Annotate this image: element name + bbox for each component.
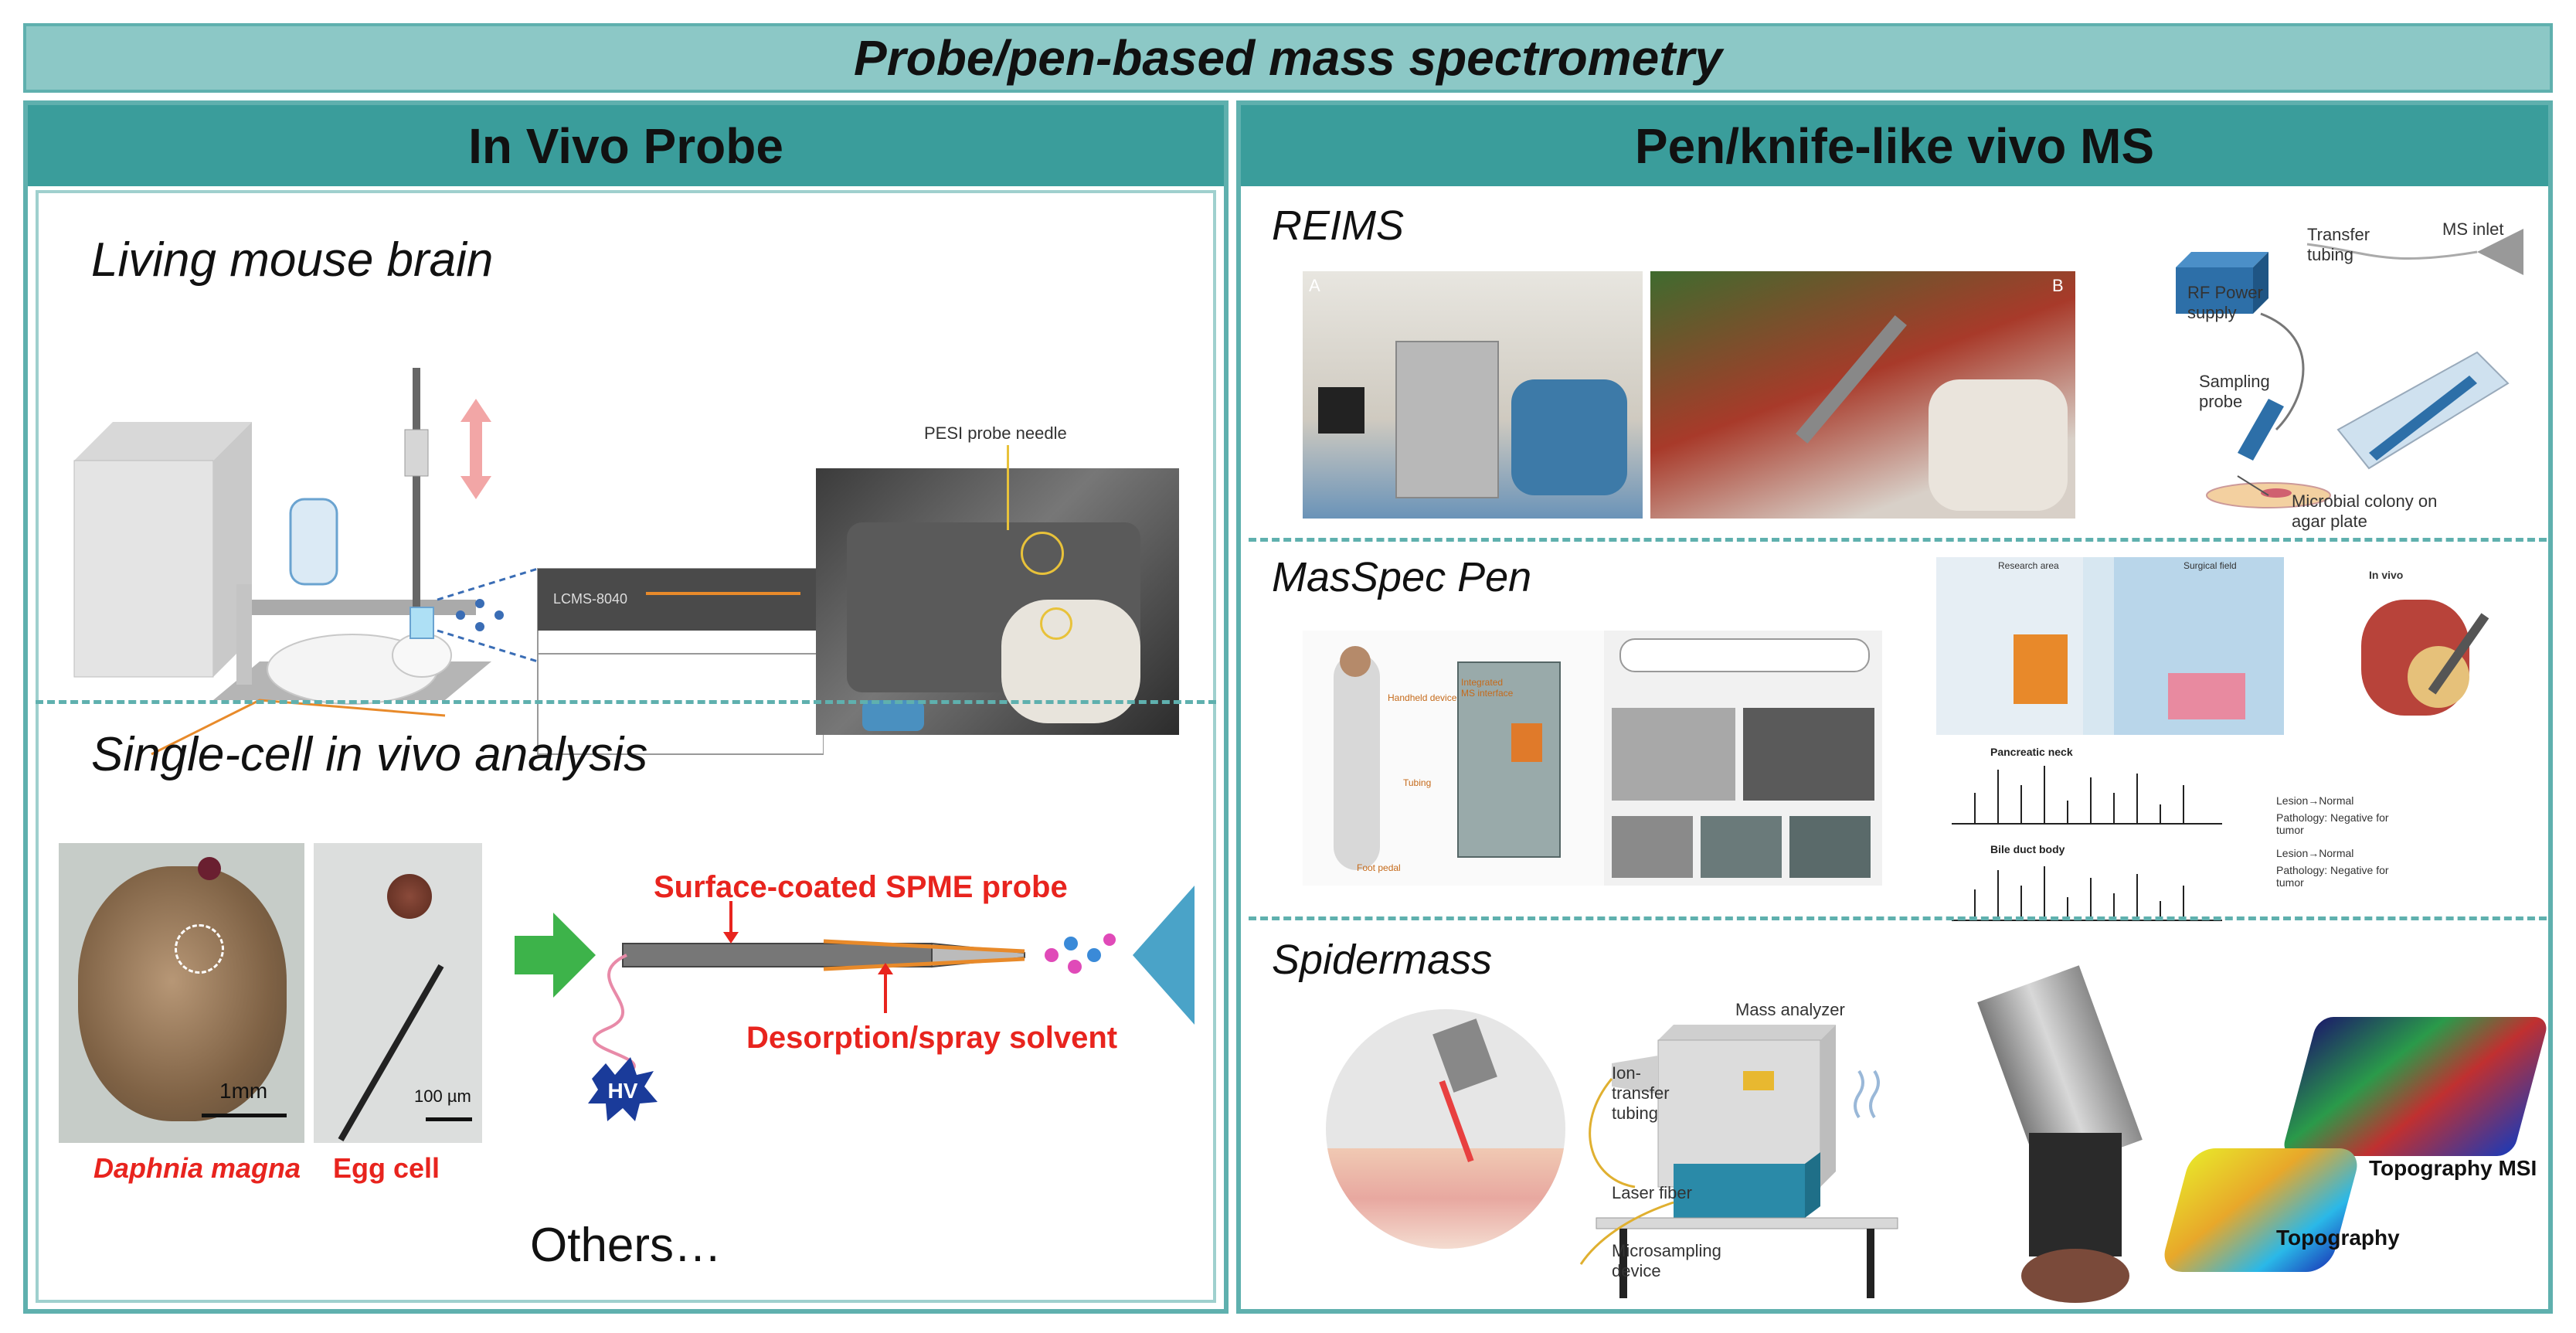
needle-pointer (1007, 445, 1009, 530)
right-panel: Pen/knife-like vivo MS REIMS A B RF Powe… (1236, 100, 2553, 1314)
masspec-research: Research area (1998, 560, 2059, 571)
spider-micro: Microsampling device (1612, 1241, 1721, 1280)
masspec-tubing: Tubing (1403, 777, 1432, 788)
cell-section-title: Single-cell in vivo analysis (91, 728, 648, 781)
egg-photo: 100 µm (314, 843, 482, 1143)
daphnia-label: Daphnia magna (93, 1152, 301, 1184)
brain-section-title: Living mouse brain (91, 233, 494, 287)
masspec-foot: Foot pedal (1357, 862, 1401, 873)
masspec-pancreatic: Pancreatic neck (1990, 746, 2073, 758)
others-label: Others… (530, 1219, 722, 1272)
masspec-interface: Integrated MS interface (1461, 677, 1514, 699)
figure-title-bar: Probe/pen-based mass spectrometry (23, 23, 2553, 93)
spme-probe-label: Surface-coated SPME probe (654, 870, 1068, 904)
masspec-invivo-image: In vivo (2338, 569, 2523, 723)
left-panel-header: In Vivo Probe (28, 105, 1224, 186)
right-divider-2 (1249, 916, 2547, 920)
masspec-surgical: Surgical field (2183, 560, 2237, 571)
spider-ion-tubing: Ion-transfer tubing (1612, 1063, 1670, 1123)
left-panel: In Vivo Probe Living mouse brain (23, 100, 1229, 1314)
reims-inlet-label: MS inlet (2442, 219, 2504, 239)
reims-tubing-label: Transfer tubing (2307, 225, 2370, 264)
left-inner-frame (36, 190, 1216, 1303)
pesi-photo (816, 468, 1179, 735)
egg-label: Egg cell (333, 1152, 440, 1184)
spider-topo-msi-label: Topography MSI (2369, 1156, 2537, 1180)
figure-title: Probe/pen-based mass spectrometry (854, 30, 1722, 86)
instrument-label: LCMS-8040 (553, 591, 627, 607)
reims-b-letter: B (2052, 276, 2064, 295)
hv-label: HV (608, 1079, 638, 1103)
spider-title: Spidermass (1272, 937, 1493, 983)
brain-setup-illustration: LCMS-8040 (73, 368, 824, 756)
masspec-title: MasSpec Pen (1272, 554, 1532, 600)
masspec-pathology-2: Pathology: Negative for tumor (2276, 864, 2389, 889)
left-header-label: In Vivo Probe (468, 117, 783, 174)
masspec-pathology-1: Pathology: Negative for tumor (2276, 811, 2389, 836)
reims-colony-label: Microbial colony on agar plate (2292, 491, 2438, 531)
masspec-tip-images (1604, 631, 1882, 886)
topography-surface (2159, 1148, 2363, 1272)
reims-photo-b: B (1650, 271, 2075, 519)
right-panel-header: Pen/knife-like vivo MS (1241, 105, 2548, 186)
spider-skin-circle (1326, 1009, 1565, 1249)
right-divider-1 (1249, 538, 2547, 542)
scale-100um: 100 µm (414, 1086, 471, 1106)
reims-schematic (2176, 229, 2523, 508)
reims-title: REIMS (1272, 202, 1405, 249)
reims-a-letter: A (1309, 276, 1320, 295)
masspec-lesion-2: Lesion→Normal (2276, 847, 2354, 859)
solvent-label: Desorption/spray solvent (746, 1021, 1118, 1055)
masspec-bile: Bile duct body (1990, 843, 2065, 855)
spider-topo-label: Topography (2276, 1226, 2400, 1250)
spider-robot-arm (1959, 965, 2238, 1303)
spme-probe-schematic: HV (515, 886, 1195, 1121)
masspec-handheld: Handheld device (1388, 692, 1457, 703)
spider-analyzer-diagram (1579, 1025, 1898, 1298)
spider-laser: Laser fiber (1612, 1183, 1692, 1202)
reims-probe-label: Sampling probe (2199, 372, 2270, 411)
pesi-needle-label: PESI probe needle (924, 423, 1067, 443)
daphnia-photo: 1mm (59, 843, 304, 1143)
spider-analyzer: Mass analyzer (1735, 1000, 1845, 1019)
scale-1mm: 1mm (219, 1079, 268, 1103)
masspec-spectra: Pancreatic neck Bile duct body (1952, 746, 2222, 921)
reims-photo-a: A (1303, 271, 1643, 519)
masspec-surgical-diagram: Research area Surgical field (1936, 557, 2284, 735)
masspec-invivo: In vivo (2369, 569, 2404, 581)
right-header-label: Pen/knife-like vivo MS (1634, 117, 2155, 174)
left-divider (36, 700, 1216, 704)
masspec-lesion-1: Lesion→Normal (2276, 794, 2354, 807)
masspec-device-figure: Handheld device Tubing Foot pedal Integr… (1303, 631, 1604, 886)
reims-rf-label: RF Power supply (2187, 283, 2263, 322)
topography-msi-surface (2280, 1017, 2551, 1156)
